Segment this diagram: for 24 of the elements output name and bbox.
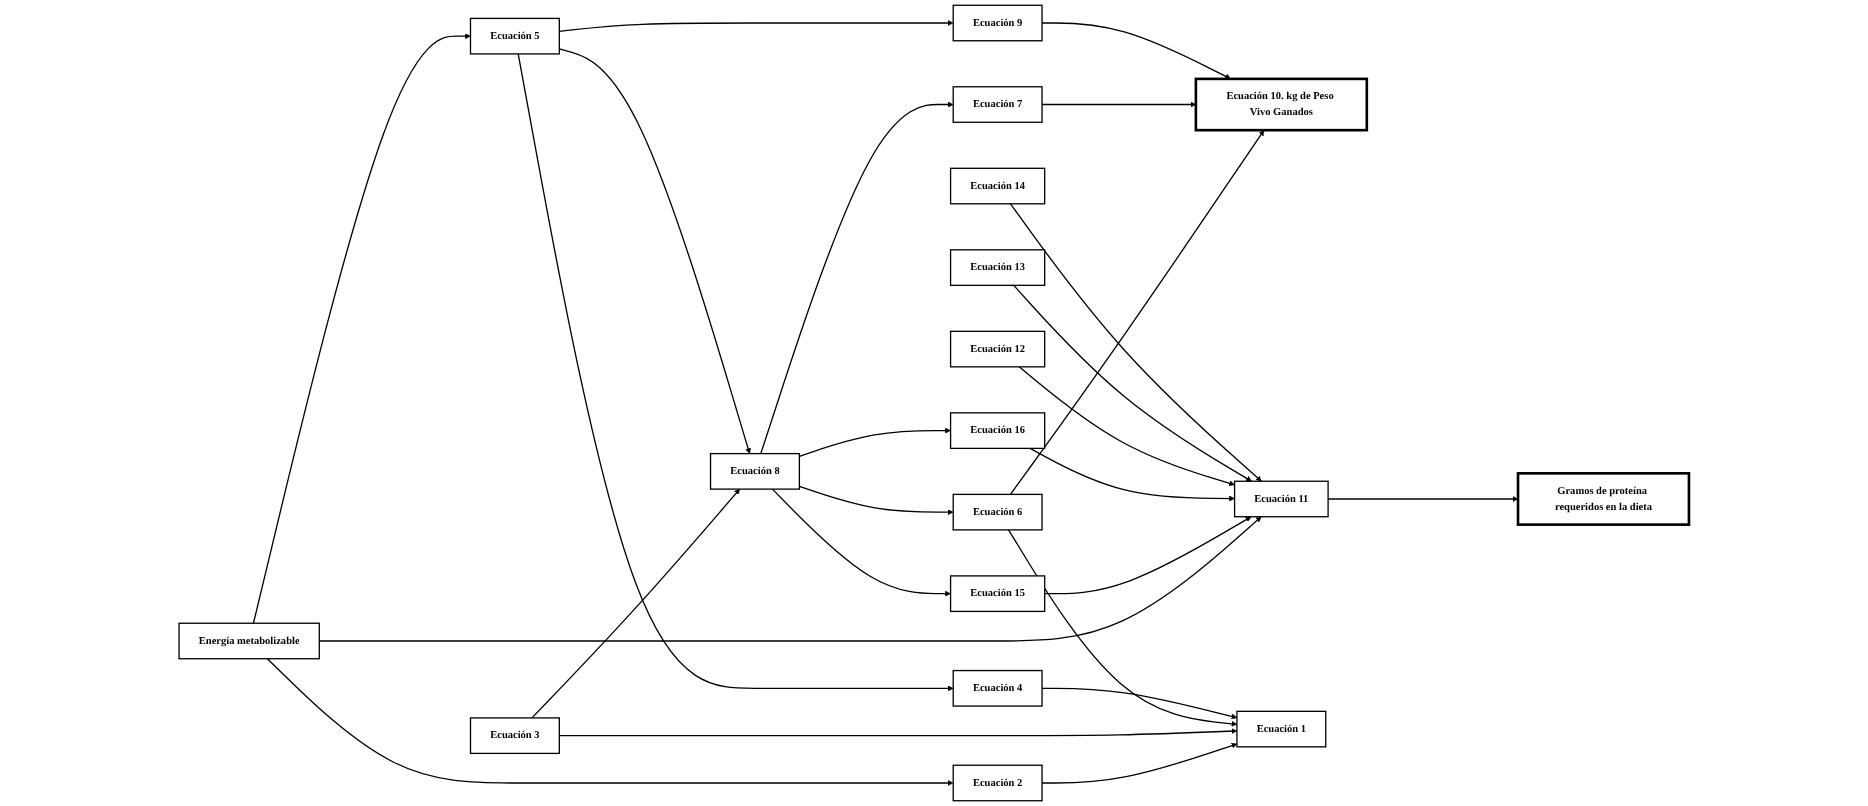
arrow	[558, 20, 954, 32]
arrow	[531, 488, 740, 719]
arrow	[266, 658, 954, 786]
arrow	[558, 48, 751, 454]
arrow	[1007, 529, 1238, 727]
arrow	[1327, 496, 1519, 502]
arrow	[1041, 101, 1197, 108]
arrow	[1041, 687, 1238, 720]
arrow	[1041, 22, 1231, 80]
arrow	[1041, 742, 1238, 784]
arrow	[318, 516, 1262, 642]
arrow	[798, 427, 951, 457]
arrow	[252, 33, 471, 624]
arrow	[1009, 129, 1265, 496]
arrow	[771, 488, 951, 597]
arrow	[1009, 203, 1262, 482]
arrow	[1018, 366, 1235, 487]
arrow	[517, 53, 954, 692]
arrow	[1044, 516, 1252, 595]
arrow	[798, 485, 954, 515]
arrow	[760, 101, 954, 455]
arrow	[1029, 447, 1235, 502]
arrow	[1013, 284, 1252, 482]
arrow	[558, 728, 1238, 737]
